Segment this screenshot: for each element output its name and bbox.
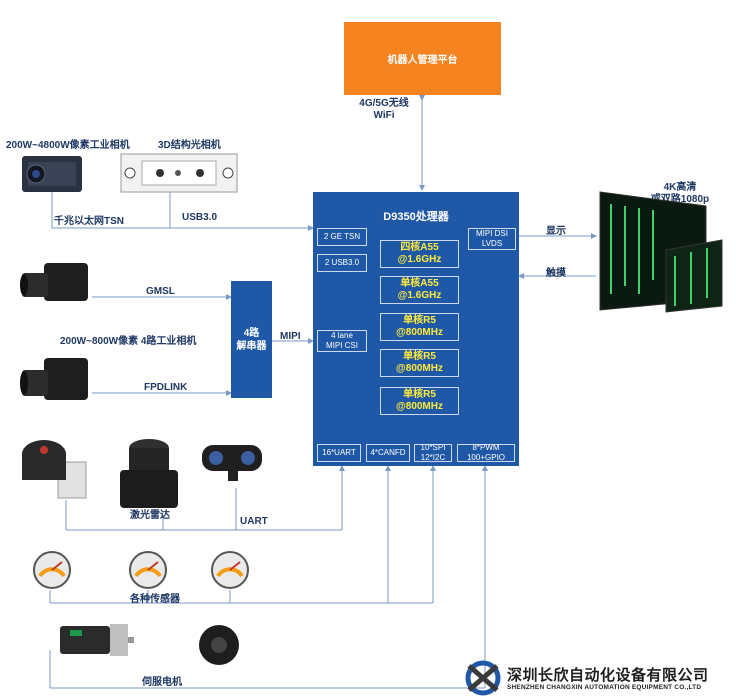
core-freq: @800MHz [396, 401, 443, 412]
port-usb3: 2 USB3.0 [317, 254, 367, 272]
core-r5-2: 单核R5 @800MHz [380, 349, 459, 377]
core-freq: @1.6GHz [397, 254, 442, 265]
core-name: 单核R5 [403, 315, 436, 326]
wireless-label-line1: 4G/5G无线 [359, 98, 409, 109]
display-title-line1: 4K高清 [663, 182, 697, 193]
core-single-a55: 单核A55 @1.6GHz [380, 276, 459, 304]
gpio-label: 100+GPIO [466, 453, 506, 462]
port-pwm-gpio: 8*PWM 100+GPIO [457, 443, 515, 462]
i2c-label: 12*I2C [420, 453, 446, 462]
touch-link-label: 触摸 [546, 268, 566, 279]
core-r5-1: 单核R5 @800MHz [380, 313, 459, 341]
mipi-dsi-line1: MIPI DSI [475, 229, 508, 238]
servo-motor-image-2 [199, 625, 239, 665]
mipi-csi-line2: MIPI CSI [325, 341, 358, 350]
depth-camera-image [202, 445, 262, 481]
pwm-label: 8*PWM [472, 443, 500, 452]
pressure-gauge-image-2 [129, 551, 167, 589]
fpdlink-camera-image [20, 358, 88, 400]
port-mipi-dsi: MIPI DSI LVDS [468, 228, 516, 250]
platform-label: 机器人管理平台 [387, 55, 458, 66]
core-quad-a55: 四核A55 @1.6GHz [380, 240, 459, 268]
core-name: 单核R5 [403, 389, 436, 400]
core-r5-3: 单核R5 @800MHz [380, 387, 459, 415]
tsn-label: 千兆以太网TSN [54, 216, 124, 227]
servo-label: 伺服电机 [142, 677, 182, 688]
lidar-label: 激光雷达 [130, 510, 170, 521]
core-freq: @800MHz [396, 363, 443, 374]
core-name: 单核A55 [400, 278, 439, 289]
display-screens-image [599, 191, 723, 313]
mipi-csi-line1: 4 lane [331, 331, 353, 340]
core-freq: @1.6GHz [397, 290, 442, 301]
robot-management-platform: 机器人管理平台 [344, 22, 501, 95]
core-name: 四核A55 [400, 242, 439, 253]
deserializer-block: 4路 解串器 [231, 281, 272, 398]
gmsl-label: GMSL [146, 286, 175, 297]
industrial-camera-image [22, 156, 82, 192]
industrial-camera-label: 200W~4800W像素工业相机 [6, 140, 130, 151]
company-name-cn: 深圳长欣自动化设备有限公司 [507, 667, 709, 684]
port-mipi-csi: 4 lane MIPI CSI [317, 330, 367, 352]
deserializer-line2: 解串器 [236, 340, 267, 352]
processor-block [313, 192, 519, 466]
lidar-sensor-image [22, 440, 87, 499]
usb3-label: USB3.0 [182, 212, 218, 223]
uart-label: UART [240, 516, 268, 527]
core-name: 单核R5 [403, 351, 436, 362]
port-spi-i2c: 10*SPI 12*I2C [414, 443, 452, 462]
gmsl-camera-image [20, 263, 88, 301]
sensors-label: 各种传感器 [130, 594, 180, 605]
pressure-gauge-image-1 [33, 551, 71, 589]
processor-title: D9350处理器 [383, 211, 449, 223]
spi-label: 10*SPI [420, 443, 446, 452]
port-uart: 16*UART [317, 444, 361, 462]
wireless-link-label: 4G/5G无线 WiFi [354, 98, 414, 122]
display-link-label: 显示 [546, 226, 566, 237]
port-ge-tsn: 2 GE TSN [317, 228, 367, 246]
fpdlink-label: FPDLINK [144, 382, 188, 393]
mipi-dsi-line2: LVDS [481, 239, 503, 248]
company-name-en: SHENZHEN CHANGXIN AUTOMATION EQUIPMENT C… [507, 684, 702, 691]
wireless-label-line2: WiFi [373, 110, 395, 121]
structured-light-label: 3D结构光相机 [158, 140, 221, 151]
servo-motor-image-1 [60, 624, 134, 656]
port-canfd: 4*CANFD [366, 444, 410, 462]
pressure-gauge-image-3 [211, 551, 249, 589]
company-logo-icon [465, 660, 501, 696]
display-title-line2: 或双路1080p [650, 194, 710, 205]
display-title: 4K高清 或双路1080p [630, 182, 730, 206]
deserializer-line1: 4路 [243, 327, 260, 339]
3d-camera-image [120, 153, 238, 193]
4ch-camera-label: 200W~800W像素 4路工业相机 [60, 336, 197, 347]
core-freq: @800MHz [396, 327, 443, 338]
lidar-radar-image [120, 439, 178, 508]
mipi-label: MIPI [280, 331, 301, 342]
